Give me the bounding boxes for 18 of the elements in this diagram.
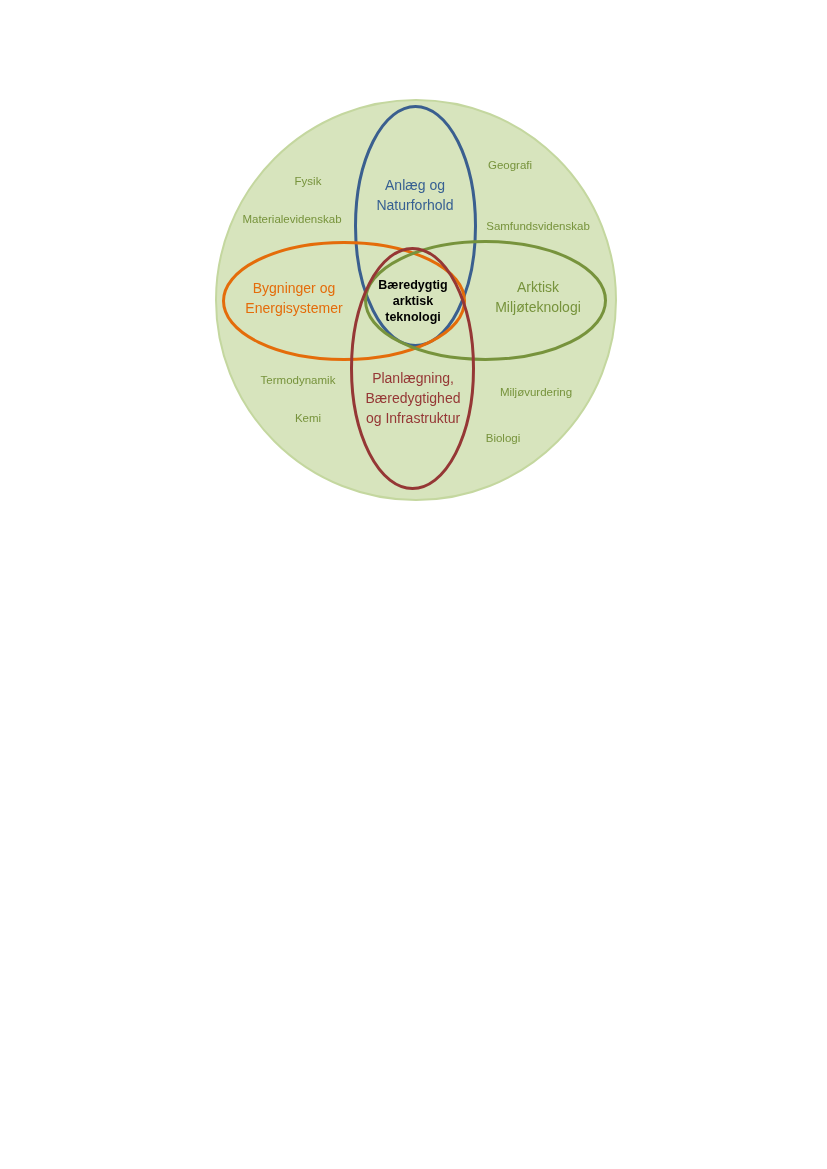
subject-label: Samfundsvidenskab (486, 219, 590, 233)
subject-label: Fysik (294, 174, 322, 188)
outer-circle (215, 99, 617, 501)
ellipse-outline (354, 105, 477, 347)
subject-label: Materialevidenskab (242, 212, 342, 226)
subject-label: Biologi (485, 431, 521, 445)
area-label: Arktisk Miljøteknologi (494, 278, 582, 317)
ellipse-outline (222, 241, 466, 361)
ellipse-outline (364, 240, 607, 361)
subject-label: Kemi (294, 411, 322, 425)
center-label: Bæredygtig arktisk teknologi (377, 277, 449, 325)
area-label: Anlæg og Naturforhold (375, 176, 455, 215)
area-label: Bygninger og Energisystemer (244, 279, 344, 318)
subject-label: Termodynamik (260, 373, 336, 387)
subject-label: Miljøvurdering (499, 385, 573, 399)
ellipse-outline (350, 247, 475, 490)
area-label: Planlægning, Bæredygtighed og Infrastruktur (364, 369, 462, 428)
subject-label: Geografi (487, 158, 533, 172)
